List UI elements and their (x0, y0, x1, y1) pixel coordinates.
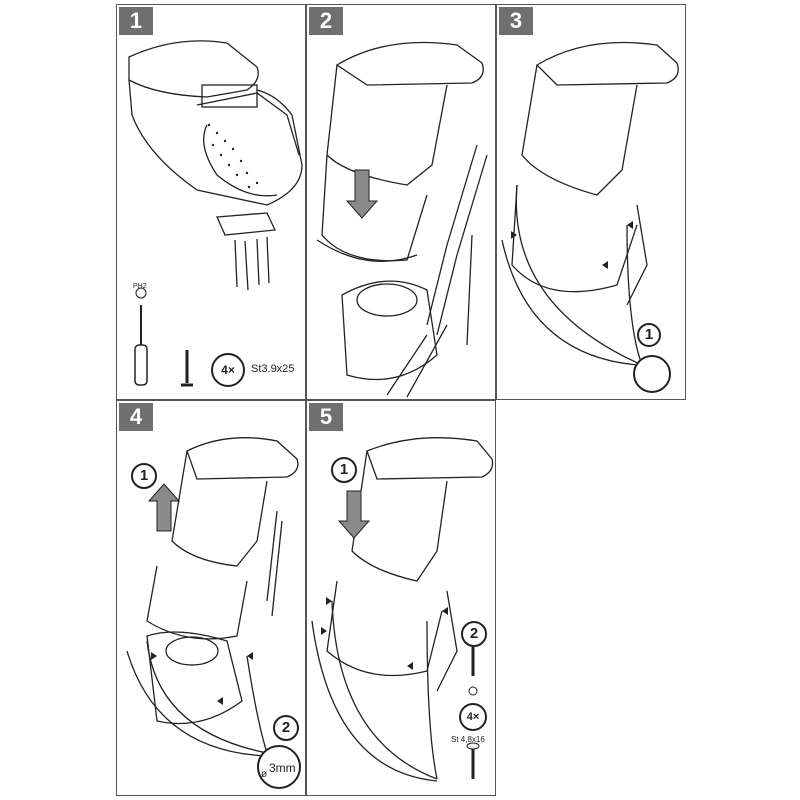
up-arrow-icon (147, 483, 181, 532)
step-number-badge: 5 (309, 403, 343, 431)
screwdriver-icon (134, 287, 148, 386)
armrest-lift-illustration (126, 437, 299, 757)
callout-circle-2: 2 (273, 715, 299, 741)
step-2-panel: 2 (306, 4, 496, 400)
tool-size-label: PH2 (133, 283, 147, 290)
down-arrow-icon (337, 490, 371, 539)
armrest-slide-illustration (316, 41, 488, 398)
drill-icon: ø 3mm (257, 745, 301, 789)
callout-circle-1: 1 (331, 457, 357, 483)
armrest-exploded-illustration (128, 40, 303, 387)
screwdriver-icon (468, 641, 478, 696)
screw-icon (181, 350, 193, 387)
step-5-panel: 5 1 2 4× St 4,8x16 (306, 400, 496, 796)
callout-circle-2: 2 (461, 621, 487, 647)
step-1-panel: 1 PH2 4× St3.9x25 (116, 4, 306, 400)
step-number-badge: 1 (119, 7, 153, 35)
screw-spec-label: St 4,8x16 (451, 735, 485, 744)
down-arrow-icon (345, 169, 379, 219)
screw-icon (466, 742, 480, 779)
callout-circle-1: 1 (637, 323, 661, 347)
quantity-circle: 4× (211, 353, 245, 387)
callout-circle-1: 1 (131, 463, 157, 489)
step-3-panel: 3 1 (496, 4, 686, 400)
step-number-badge: 3 (499, 7, 533, 35)
screw-spec-label: St3.9x25 (251, 363, 295, 375)
step-4-panel: 4 1 2 ø 3mm (116, 400, 306, 796)
step-number-badge: 2 (309, 7, 343, 35)
diameter-symbol: ø (261, 769, 268, 780)
step-number-badge: 4 (119, 403, 153, 431)
armrest-final-illustration (311, 437, 494, 782)
drill-size-label: 3mm (269, 761, 296, 775)
callout-circle-icon (633, 355, 671, 393)
quantity-circle: 4× (459, 703, 487, 731)
